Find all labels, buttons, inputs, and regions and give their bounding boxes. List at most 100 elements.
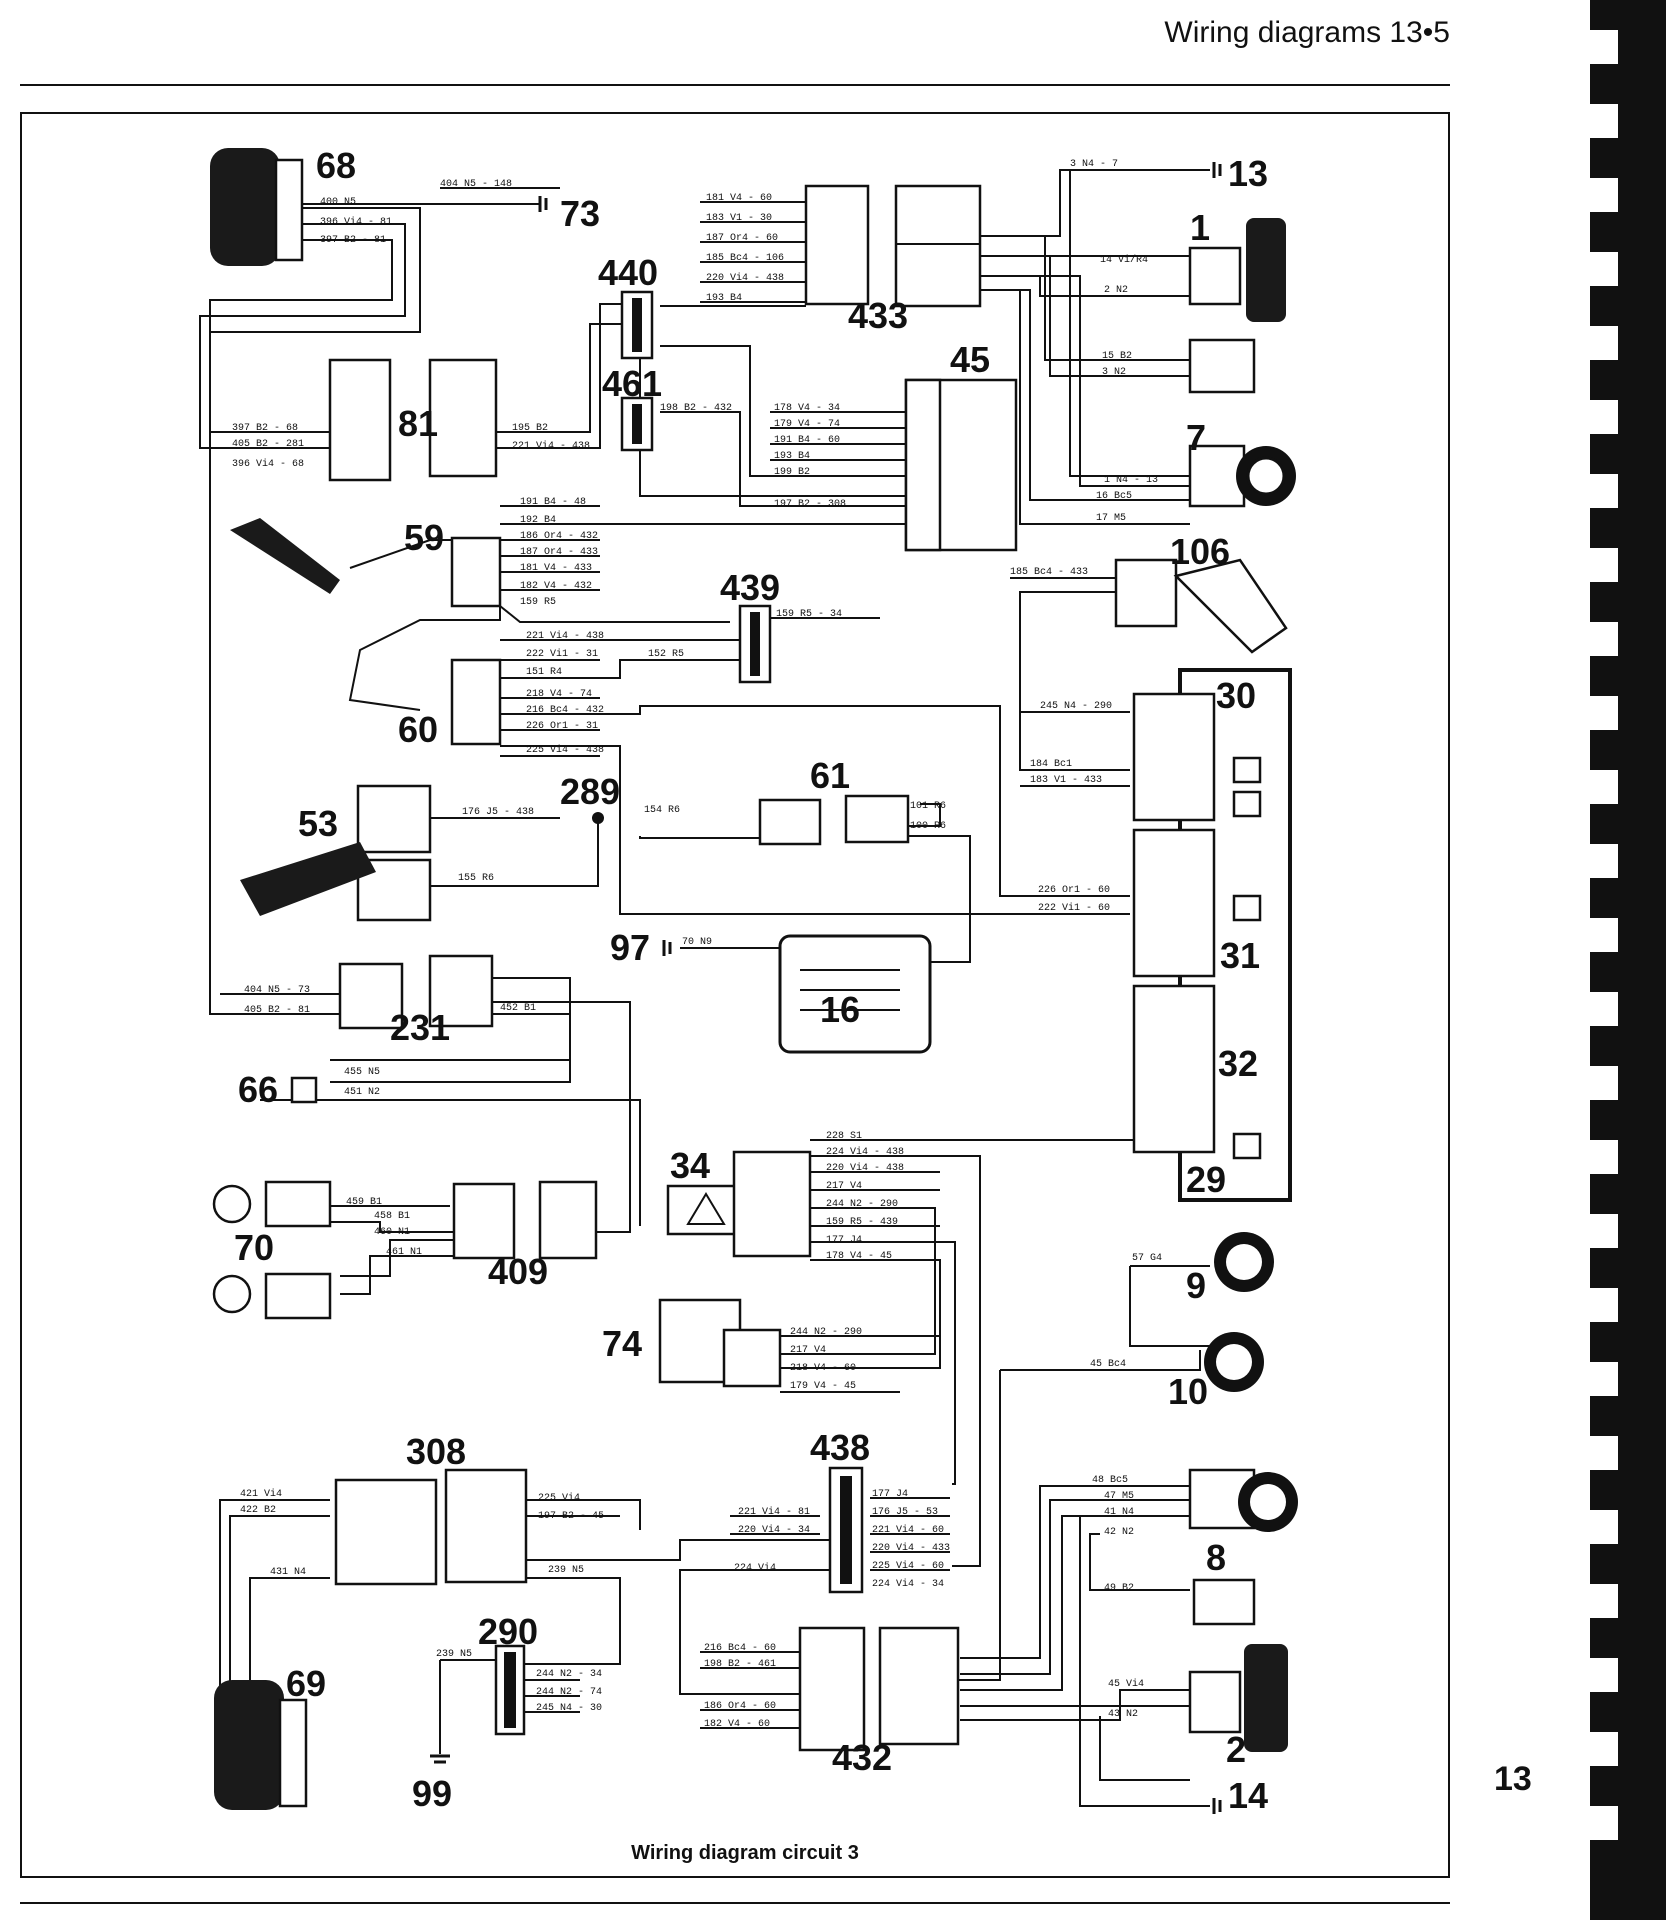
wire-label: 244 N2 - 34 <box>536 1669 602 1680</box>
wire-label: 226 Or1 - 60 <box>1038 885 1110 896</box>
page-marker: 13 <box>1494 1760 1532 1798</box>
component-45-connector <box>904 378 1018 552</box>
wire-label: 101 R6 <box>910 801 946 812</box>
wire-label: 17 M5 <box>1096 513 1126 524</box>
component-label-34: 34 <box>670 1145 710 1186</box>
component-label-45: 45 <box>950 339 990 380</box>
component-label-231: 231 <box>390 1007 450 1048</box>
wire-label: 193 B4 <box>706 293 742 304</box>
wire-label: 49 B2 <box>1104 1583 1134 1594</box>
wire-label: 431 N4 <box>270 1567 306 1578</box>
wire-label: 42 N2 <box>1104 1527 1134 1538</box>
wire-label: 404 N5 - 73 <box>244 985 310 996</box>
wire-label: 179 V4 - 74 <box>774 419 840 430</box>
wire-label: 186 Or4 - 432 <box>520 531 598 542</box>
component-308-connector <box>334 1468 528 1586</box>
component-53-switch <box>240 784 432 922</box>
component-290-block <box>494 1644 526 1736</box>
wire-label: 155 R6 <box>458 873 494 884</box>
component-2-lamp <box>1188 1644 1288 1752</box>
binding-strip <box>1570 0 1666 1920</box>
wire-label: 239 N5 <box>548 1565 584 1576</box>
wire-label: 193 B4 <box>774 451 810 462</box>
wire-label: 220 Vi4 - 438 <box>826 1162 904 1174</box>
component-8-lamp <box>1188 1468 1298 1626</box>
wire-label: 405 B2 - 81 <box>244 1005 310 1016</box>
wire-label: 14 Vi/R4 <box>1100 254 1148 266</box>
component-106-switch <box>1114 558 1288 654</box>
component-label-66: 66 <box>238 1069 278 1110</box>
wire-label: 151 R4 <box>526 667 562 678</box>
wire-label: 15 B2 <box>1102 351 1132 362</box>
component-30-31-32-panel <box>1132 668 1292 1202</box>
component-label-99: 99 <box>412 1773 452 1814</box>
wire-label: 16 Bc5 <box>1096 491 1132 502</box>
component-433-connector <box>804 184 982 308</box>
wire-label: 181 V4 - 60 <box>706 193 772 204</box>
component-14-earth <box>1212 1798 1222 1814</box>
wire-label: 47 M5 <box>1104 1491 1134 1502</box>
wire-label: 220 Vi4 - 438 <box>706 272 784 284</box>
wire-label: 182 V4 - 60 <box>704 1719 770 1730</box>
wire-label: 221 Vi4 - 60 <box>872 1524 944 1536</box>
wire-label: 244 N2 - 290 <box>790 1327 862 1338</box>
wire-label: 2 N2 <box>1104 285 1128 296</box>
wire-label: 187 Or4 - 433 <box>520 547 598 558</box>
wire-label: 198 B2 - 461 <box>704 1659 776 1670</box>
component-70-lamps <box>212 1180 332 1320</box>
wire-label: 225 Vi4 <box>538 1492 580 1504</box>
component-13-earth <box>1212 162 1222 178</box>
wire-label: 3 N4 - 7 <box>1070 159 1118 170</box>
wire-label: 244 N2 - 290 <box>826 1199 898 1210</box>
component-label-438: 438 <box>810 1427 870 1468</box>
wire-label: 396 Vi4 - 81 <box>320 216 392 228</box>
wire-label: 218 V4 - 74 <box>526 689 592 700</box>
wire-label: 221 Vi4 - 81 <box>738 1506 810 1518</box>
wire-label: 178 V4 - 45 <box>826 1251 892 1262</box>
wire-label: 191 B4 - 48 <box>520 497 586 508</box>
wire-label: 225 Vi4 - 60 <box>872 1560 944 1572</box>
wire-label: 191 B4 - 60 <box>774 435 840 446</box>
wire-label: 181 V4 - 433 <box>520 563 592 574</box>
component-461-block <box>620 396 654 452</box>
component-99-earth <box>430 1754 450 1764</box>
wire-label: 216 Bc4 - 60 <box>704 1643 776 1654</box>
component-label-2: 2 <box>1226 1729 1246 1770</box>
wire-network <box>199 169 1210 1807</box>
page-header: Wiring diagrams 13•5 <box>0 0 1666 90</box>
wire-label: 183 V1 - 433 <box>1030 775 1102 786</box>
component-label-440: 440 <box>598 252 658 293</box>
component-68-lamp <box>210 148 304 266</box>
component-289-junction <box>592 812 604 824</box>
diagram-frame <box>20 112 1450 1878</box>
wire-label: 43 N2 <box>1108 1709 1138 1720</box>
wire-label: 152 R5 <box>648 649 684 660</box>
wire-label: 159 R5 - 34 <box>776 609 842 620</box>
wire-label: 176 J5 - 53 <box>872 1507 938 1518</box>
wire-label: 154 R6 <box>644 805 680 816</box>
wire-label: 458 B1 <box>374 1211 410 1222</box>
wire-label: 45 Vi4 <box>1108 1678 1144 1690</box>
component-label-59: 59 <box>404 517 444 558</box>
component-label-106: 106 <box>1170 531 1230 572</box>
component-label-73: 73 <box>560 193 600 234</box>
component-label-1: 1 <box>1190 207 1210 248</box>
component-9-horn <box>1214 1232 1274 1292</box>
wire-label: 70 N9 <box>682 937 712 948</box>
wire-label: 422 B2 <box>240 1505 276 1516</box>
component-59-stalk-switch <box>230 518 502 711</box>
component-231-connector <box>338 954 494 1030</box>
wire-label: 41 N4 <box>1104 1507 1134 1518</box>
component-label-13: 13 <box>1228 153 1268 194</box>
component-432-connector <box>798 1626 960 1752</box>
wire-label: 245 N4 - 290 <box>1040 701 1112 712</box>
component-label-31: 31 <box>1220 935 1260 976</box>
wire-label: 220 Vi4 - 433 <box>872 1542 950 1554</box>
component-label-32: 32 <box>1218 1043 1258 1084</box>
component-438-block <box>828 1466 864 1594</box>
wire-label: 182 V4 - 432 <box>520 581 592 592</box>
wire-label: 183 V1 - 30 <box>706 213 772 224</box>
wire-label: 197 B2 - 45 <box>538 1511 604 1522</box>
wire-label: 451 N2 <box>344 1087 380 1098</box>
